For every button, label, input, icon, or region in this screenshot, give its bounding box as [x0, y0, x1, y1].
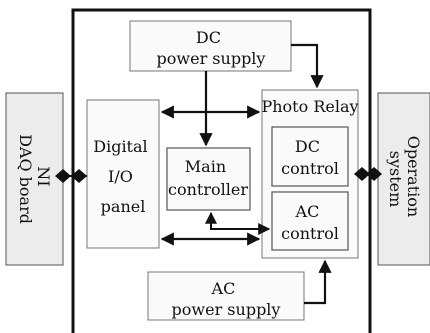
ac-control-label: AC control	[281, 202, 339, 243]
main-controller-label: Main controller	[168, 157, 248, 199]
ac-power-supply-block: AC power supply	[147, 271, 305, 321]
daq-io-diamond	[71, 169, 87, 183]
os-connector-diamond-left	[354, 167, 370, 181]
ni-daq-board-block: NI DAQ board	[5, 92, 64, 266]
photo-relay-title: Photo Relay	[261, 97, 358, 116]
ac-control-block: AC control	[271, 191, 349, 251]
dc-control-block: DC control	[271, 126, 349, 187]
dc-power-supply-block: DC power supply	[129, 20, 292, 72]
dc-control-label: DC control	[281, 137, 339, 178]
main-controller-block: Main controller	[166, 147, 251, 211]
ac-power-supply-label: AC power supply	[172, 279, 281, 319]
photo-relay-block: Photo Relay DC control AC control	[261, 89, 359, 259]
controller-to-ac-control-arrow	[205, 211, 271, 235]
digital-io-panel-label: Digital I/O panel	[93, 137, 152, 216]
operation-system-label: Operation system	[386, 136, 423, 223]
daq-connector-diamond	[55, 169, 71, 183]
os-connector-diamond-right	[366, 167, 382, 181]
dc-supply-to-relay-arrow	[291, 43, 324, 89]
operation-system-block: Operation system	[377, 92, 430, 266]
dc-power-supply-label: DC power supply	[157, 28, 266, 68]
ac-supply-to-relay-arrow	[304, 259, 332, 305]
digital-io-panel-block: Digital I/O panel	[86, 99, 160, 249]
ni-daq-board-label: NI DAQ board	[16, 134, 53, 224]
